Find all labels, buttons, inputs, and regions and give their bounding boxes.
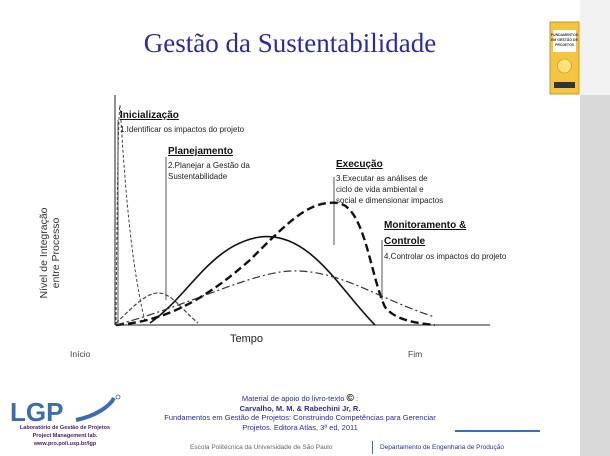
copyright-icon: © [346,393,354,404]
planejamento-curve [115,292,199,324]
department-name: Departamento de Engenharia de Produção [380,444,504,451]
phase-planejamento-title: Planejamento [168,146,234,157]
phase-monitoramento-title-2: Controle [384,236,426,247]
lgp-line2: Project Management lab. [32,433,98,439]
lgp-logo-caption: Laboratório de Gestão de Projetos Projec… [10,424,120,448]
y-axis-label-line1: Nível de Integração [38,207,50,299]
overall-dashdot-curve [115,270,436,326]
phase-planejamento-text-2: Sustentabilidade [168,172,228,181]
phase-execucao-text-1: 3.Executar as análises de [336,174,428,183]
footer-material-text: Material de apoio do livro-texto [241,394,345,403]
right-side-band [580,95,610,456]
x-axis-start-label: Início [70,349,91,359]
phase-execucao-text-3: social e dimensionar impactos [336,196,444,205]
book-cover-image: FUNDAMENTOS EM GESTÃO DE PROJETOS [549,21,580,95]
execucao-curve [149,235,376,326]
lgp-logo: LGP [6,394,136,456]
footer-publisher: Projetos. Editora Atlas, 3ª ed, 2011 [242,422,358,432]
lgp-line3: www.pro.poli.usp.br/lgp [33,441,97,447]
footer-citation: Material de apoio do livro-texto © : Car… [140,394,460,432]
slide-title: Gestão da Sustentabilidade [143,28,437,58]
svg-text:EM GESTÃO DE: EM GESTÃO DE [551,37,579,42]
sustainability-integration-diagram [114,95,490,327]
phase-planejamento-text-1: 2.Planejar a Gestão da [168,161,250,170]
y-axis-label-line2: entre Processo [50,217,62,289]
phase-inicializacao-text: 1.Identificar os impactos do projeto [120,125,245,134]
footer-authors: Carvalho, M. M. & Rabechini Jr, R. [239,403,361,413]
phase-monitoramento-title-1: Monitoramento & [384,220,467,231]
x-axis-label: Tempo [230,333,264,345]
school-name: Escola Politécnica da Universidade de Sã… [190,444,333,451]
phase-execucao-text-2: ciclo de vida ambiental e [336,185,424,194]
lgp-logo-mark: LGP [10,394,121,427]
lgp-mark-text: LGP [10,397,63,424]
svg-text:FUNDAMENTOS: FUNDAMENTOS [551,33,579,37]
inicializacao-curve [115,104,146,326]
phase-monitoramento-text: 4.Controlar os impactos do projeto [384,252,507,261]
footer-divider [372,441,373,454]
x-axis-end-label: Fim [408,349,423,359]
phase-execucao-title: Execução [336,159,383,170]
footer-line1: Material de apoio do livro-texto © : [140,394,460,404]
phase-inicializacao-title: Inicialização [120,110,179,121]
y-axis-label: Nível de Integração entre Processo [38,188,62,318]
footer-accent-line [455,430,540,432]
svg-text:PROJETOS: PROJETOS [555,43,575,47]
lgp-line1: Laboratório de Gestão de Projetos [19,425,111,431]
monitoramento-curve [115,201,436,327]
footer-book-title: Fundamentos em Gestão de Projetos: Const… [164,413,436,422]
footer-colon: : [356,394,359,403]
